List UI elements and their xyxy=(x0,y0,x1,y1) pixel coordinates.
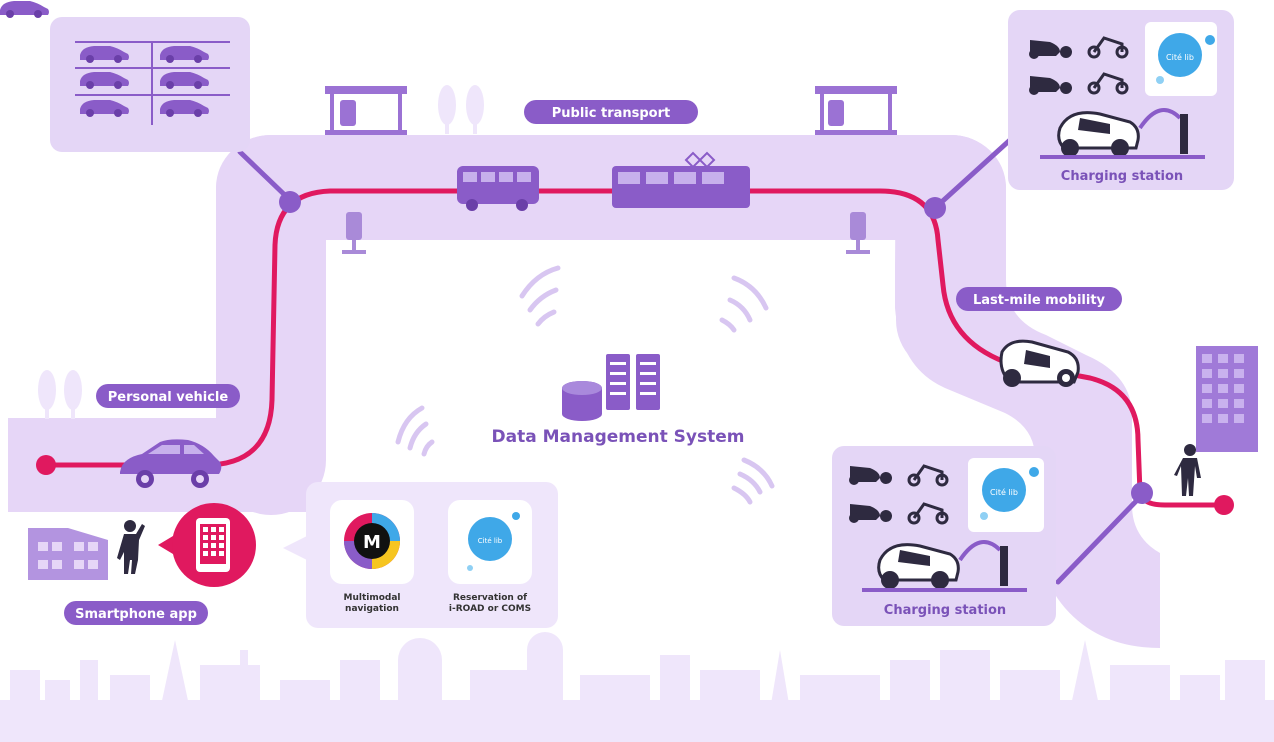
reservation-label-1: Reservation of xyxy=(453,593,527,603)
skyline xyxy=(0,632,1274,742)
tram-icon xyxy=(612,151,750,208)
charging-caption-top: Charging station xyxy=(1061,169,1183,184)
cite-lib-text-top: Cité lib xyxy=(1166,52,1194,62)
dms-title: Data Management System xyxy=(492,427,745,447)
smartphone-app-label: Smartphone app xyxy=(75,607,197,622)
decor-dot xyxy=(980,512,988,520)
reservation-label-2: i-ROAD or COMS xyxy=(449,604,531,614)
app-panel-pointer xyxy=(283,536,307,560)
car-icon xyxy=(120,439,222,488)
scooter-icon xyxy=(1087,36,1129,95)
decor-dot xyxy=(467,565,473,571)
public-transport-label: Public transport xyxy=(552,106,671,121)
smartphone-icon xyxy=(158,503,256,587)
multimodal-label-1: Multimodal xyxy=(344,593,401,603)
house-icon xyxy=(28,528,108,580)
coms-icon xyxy=(1029,40,1072,95)
multimodal-app-icon xyxy=(344,513,400,569)
connector-lines xyxy=(237,137,1146,585)
tree-icon xyxy=(38,85,484,419)
charger-icon xyxy=(862,540,1027,592)
building-icon xyxy=(1196,346,1258,452)
data-server-icon xyxy=(562,354,660,421)
cite-lib-logo xyxy=(982,468,1026,512)
node-charging-top xyxy=(924,197,946,219)
personal-vehicle-pill xyxy=(96,384,240,408)
last-mile-label: Last-mile mobility xyxy=(973,293,1106,308)
road-band xyxy=(8,135,1160,648)
multimodal-app-letter: M xyxy=(363,532,381,553)
charger-icon xyxy=(1040,108,1205,159)
scooter-icon xyxy=(907,464,949,525)
charging-caption-bottom: Charging station xyxy=(884,603,1006,618)
bus-stop-icon xyxy=(325,86,407,135)
route-start-dot xyxy=(36,455,56,475)
i-road-icon xyxy=(999,339,1080,387)
public-transport-pill xyxy=(524,100,698,124)
route-end-dot xyxy=(1214,495,1234,515)
wireless-signal-icon xyxy=(395,265,775,505)
node-charging-bottom xyxy=(1131,482,1153,504)
multimodal-label-2: navigation xyxy=(345,604,399,614)
bus-icon xyxy=(457,166,539,211)
bus-stop-icon xyxy=(815,86,897,135)
reservation-app-text: Cité lib xyxy=(478,537,503,545)
decor-dot xyxy=(512,512,520,520)
parking-car-icon xyxy=(0,1,230,125)
smartphone-app-pill xyxy=(64,601,208,625)
decor-dot xyxy=(1205,35,1215,45)
node-personal xyxy=(279,191,301,213)
cite-lib-logo xyxy=(468,517,512,561)
person-icon xyxy=(1174,444,1201,496)
last-mile-pill xyxy=(956,287,1122,311)
cite-lib-logo xyxy=(1158,33,1202,77)
person-icon xyxy=(117,520,145,574)
personal-vehicle-label: Personal vehicle xyxy=(108,390,229,405)
decor-dot xyxy=(1029,467,1039,477)
decor-dot xyxy=(1156,76,1164,84)
cite-lib-text-bottom: Cité lib xyxy=(990,487,1018,497)
stop-post-icon xyxy=(342,212,870,254)
route-line xyxy=(48,188,1222,508)
coms-icon xyxy=(849,466,892,523)
